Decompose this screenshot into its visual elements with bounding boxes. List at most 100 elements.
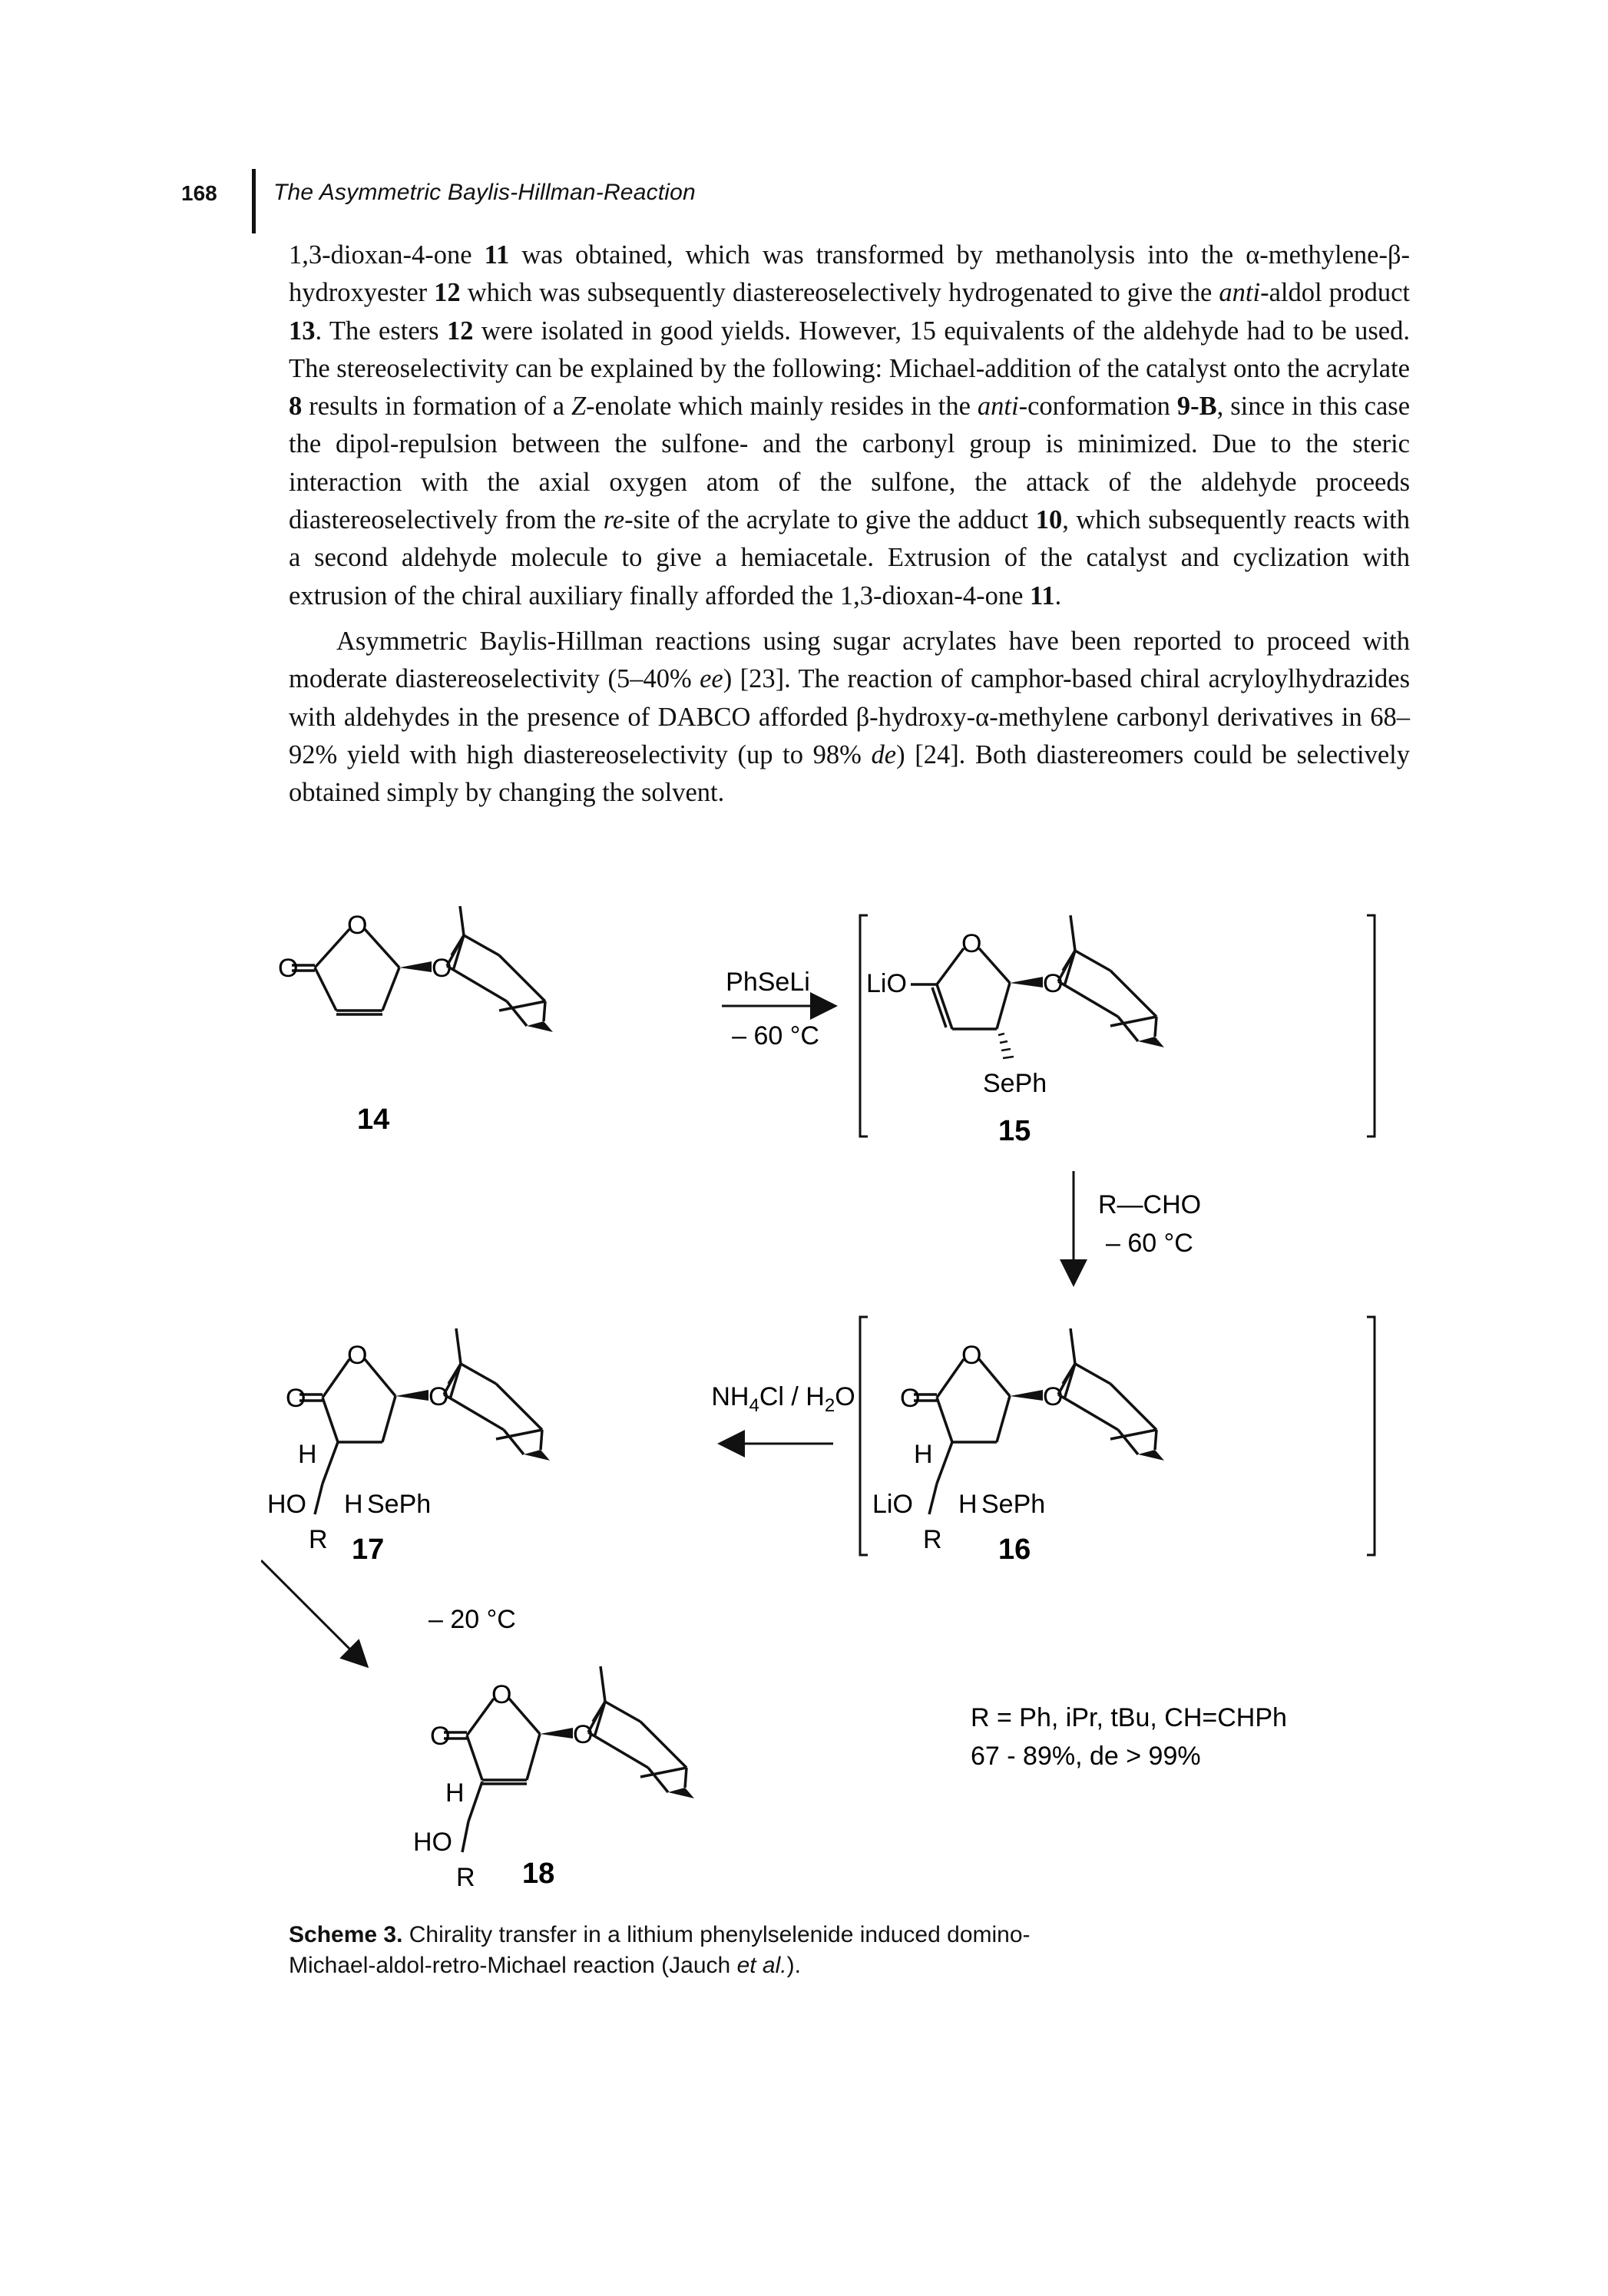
atom-ho: HO bbox=[413, 1828, 452, 1857]
atom-h: H bbox=[958, 1490, 978, 1519]
text-run: ) [24]. Both diastereomers could be sele… bbox=[289, 739, 1410, 808]
body-text: 1,3-dioxan-4-one 11 was obtained, which … bbox=[289, 237, 1410, 812]
wedge-bond bbox=[399, 961, 432, 972]
text-run: which was subsequently diastereoselectiv… bbox=[460, 278, 1219, 308]
reaction-scheme: O O O 14 PhSeLi – 60 °C LiO O bbox=[261, 906, 1376, 1892]
text-run: Asymmetric Baylis-Hillman reactions usin… bbox=[289, 626, 1410, 694]
atom-o: O bbox=[430, 1722, 450, 1751]
atom-o: O bbox=[961, 1341, 981, 1370]
conditions-minus60: – 60 °C bbox=[732, 1021, 819, 1050]
menthyl-group bbox=[1057, 1327, 1166, 1462]
compound-ref: 12 bbox=[447, 316, 474, 346]
menthyl-group bbox=[1057, 914, 1166, 1049]
italic-term: anti bbox=[977, 392, 1019, 422]
text-run: 1,3-dioxan-4-one bbox=[289, 240, 485, 270]
caption-text-end: ). bbox=[786, 1953, 801, 1978]
right-bracket bbox=[1367, 914, 1376, 1138]
left-bracket bbox=[859, 1315, 868, 1557]
text-run: -conformation bbox=[1018, 392, 1177, 422]
conditions-minus20: – 20 °C bbox=[428, 1605, 516, 1634]
atom-r: R bbox=[309, 1525, 328, 1554]
compound-14: O O O 14 bbox=[278, 906, 554, 1136]
atom-lio: LiO bbox=[866, 969, 907, 998]
atom-o: O bbox=[278, 954, 298, 983]
compound-ref: 12 bbox=[434, 278, 461, 308]
atom-h: H bbox=[344, 1490, 363, 1519]
reagent-phseli: PhSeLi bbox=[726, 968, 810, 997]
compound-label-14: 14 bbox=[357, 1103, 389, 1136]
compound-label-16: 16 bbox=[998, 1533, 1031, 1566]
atom-o: O bbox=[491, 1680, 511, 1709]
wedge-bond bbox=[395, 1390, 428, 1401]
step-3-arrow: NH4Cl / H2O bbox=[711, 1382, 855, 1457]
wedge-bond bbox=[1010, 1390, 1043, 1401]
scheme-caption: Scheme 3. Chirality transfer in a lithiu… bbox=[289, 1920, 1057, 1981]
atom-seph: SePh bbox=[983, 1069, 1047, 1098]
furan-ring bbox=[911, 947, 1011, 1031]
compound-ref: 11 bbox=[1030, 581, 1055, 610]
text-run: ) [23]. The reaction of camphor-based ch… bbox=[289, 664, 1411, 769]
compound-18: O O O H HO R 18 bbox=[413, 1665, 696, 1892]
butenolide-ring bbox=[444, 1697, 541, 1853]
reagent-rcho: R—CHO bbox=[1098, 1190, 1201, 1219]
left-bracket bbox=[859, 914, 868, 1138]
text-run: -enolate which mainly resides in the bbox=[586, 392, 978, 422]
hash-bond bbox=[998, 1032, 1014, 1060]
italic-term: Z bbox=[571, 392, 587, 422]
atom-o: O bbox=[286, 1384, 306, 1413]
compound-ref: 13 bbox=[289, 316, 316, 346]
compound-17: O O O H HO H SePh R 17 bbox=[267, 1327, 551, 1566]
menthyl-group bbox=[442, 1327, 551, 1462]
menthyl-group bbox=[587, 1665, 696, 1800]
r-groups-note: R = Ph, iPr, tBu, CH=CHPh bbox=[971, 1703, 1287, 1732]
compound-ref: 10 bbox=[1035, 505, 1063, 535]
text-run: . The esters bbox=[315, 316, 447, 346]
italic-term: de bbox=[871, 739, 897, 769]
text-run: . bbox=[1054, 581, 1062, 610]
running-head-title: The Asymmetric Baylis-Hillman-Reaction bbox=[273, 180, 696, 205]
atom-o: O bbox=[347, 911, 367, 940]
atom-h: H bbox=[298, 1440, 317, 1469]
compound-ref: 11 bbox=[484, 240, 510, 270]
reagent-nh4cl-h2o: NH4Cl / H2O bbox=[711, 1382, 855, 1416]
running-header: 168 The Asymmetric Baylis-Hillman-Reacti… bbox=[181, 169, 1410, 233]
compound-label-15: 15 bbox=[998, 1115, 1031, 1147]
atom-r: R bbox=[456, 1863, 475, 1892]
atom-seph: SePh bbox=[367, 1490, 431, 1519]
step-1-arrow: PhSeLi – 60 °C bbox=[722, 968, 838, 1050]
atom-lio: LiO bbox=[872, 1490, 913, 1519]
text-run: was obtained, which was transformed by m… bbox=[289, 240, 1410, 308]
lactone-ring bbox=[914, 1358, 1011, 1515]
atom-h: H bbox=[445, 1778, 465, 1808]
atom-h: H bbox=[914, 1440, 933, 1469]
header-rule bbox=[252, 169, 256, 233]
italic-term: re bbox=[603, 505, 625, 535]
lactone-ring bbox=[299, 1358, 397, 1515]
text-run: -aldol product bbox=[1260, 278, 1410, 308]
text-run: -site of the acrylate to give the adduct bbox=[624, 505, 1036, 535]
atom-ho: HO bbox=[267, 1490, 306, 1519]
menthyl-group bbox=[445, 906, 554, 1034]
wedge-bond bbox=[1010, 977, 1043, 988]
atom-o: O bbox=[961, 929, 981, 958]
compound-16: O O O H LiO H SePh R 16 bbox=[859, 1315, 1376, 1566]
caption-etal: et al. bbox=[736, 1953, 787, 1978]
step-4-arrow: – 20 °C bbox=[261, 1559, 516, 1669]
page-number: 168 bbox=[181, 181, 217, 205]
italic-term: anti bbox=[1219, 278, 1261, 308]
atom-seph: SePh bbox=[981, 1490, 1045, 1519]
paragraph-1: 1,3-dioxan-4-one 11 was obtained, which … bbox=[289, 237, 1410, 615]
yield-note: 67 - 89%, de > 99% bbox=[971, 1742, 1201, 1771]
text-run: results in formation of a bbox=[302, 392, 571, 422]
conditions-minus60: – 60 °C bbox=[1106, 1229, 1193, 1258]
compound-15: LiO O O SePh 15 bbox=[859, 914, 1376, 1147]
atom-o: O bbox=[347, 1341, 367, 1370]
step-2-arrow: R—CHO – 60 °C bbox=[1060, 1171, 1201, 1287]
compound-ref: 8 bbox=[289, 392, 303, 422]
paragraph-2: Asymmetric Baylis-Hillman reactions usin… bbox=[289, 623, 1410, 812]
atom-o: O bbox=[900, 1384, 920, 1413]
wedge-bond bbox=[540, 1728, 573, 1739]
italic-term: ee bbox=[700, 664, 723, 694]
text-run: were isolated in good yields. However, 1… bbox=[289, 316, 1410, 383]
caption-text: Chirality transfer in a lithium phenylse… bbox=[289, 1922, 1031, 1978]
